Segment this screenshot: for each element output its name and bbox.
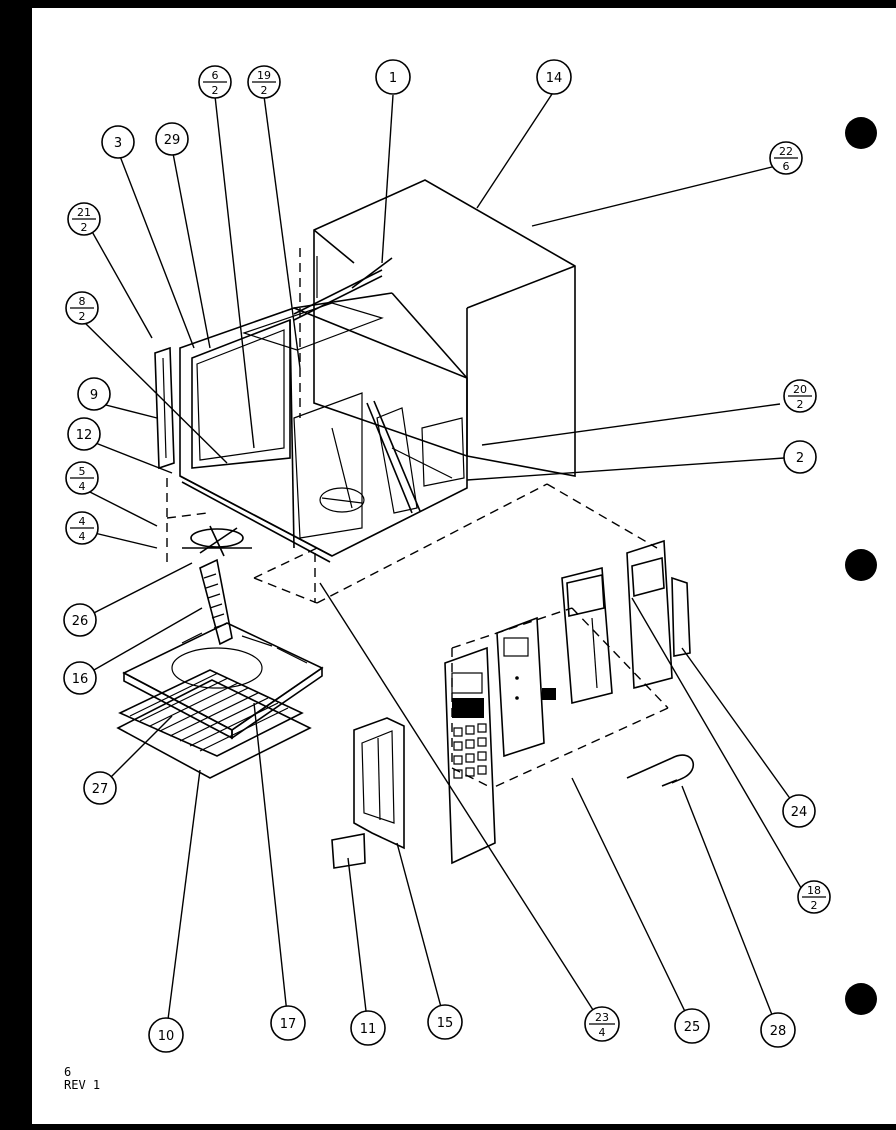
callout-1-label: 1	[389, 71, 397, 86]
callout-1: 1	[375, 59, 411, 95]
mounting-bracket	[626, 539, 691, 690]
callout-9: 9	[77, 377, 111, 411]
circuit-board	[561, 566, 613, 705]
callout-28: 28	[760, 1012, 796, 1048]
revision-label: REV 1	[64, 1078, 101, 1092]
callout-21-2: 212	[67, 202, 101, 236]
callout-26-label: 26	[72, 614, 89, 629]
dashed-assembly-line-left	[166, 478, 208, 568]
callout-27-label: 27	[92, 782, 109, 797]
top-rails	[293, 257, 393, 321]
callout-25: 25	[674, 1008, 710, 1044]
binder-hole-bottom	[845, 983, 877, 1015]
callout-28-label: 28	[770, 1024, 787, 1039]
page-number: 6	[64, 1065, 72, 1079]
callout-25-label: 25	[684, 1020, 701, 1035]
callout-20-2-num: 20	[793, 383, 807, 396]
callout-23-4: 234	[584, 1006, 620, 1042]
keypad-panel	[444, 646, 496, 865]
callout-22-6-den: 6	[783, 160, 790, 173]
binder-hole-middle	[845, 549, 877, 581]
callout-10: 10	[148, 1017, 184, 1053]
callout-9-label: 9	[90, 388, 98, 403]
callout-18-2-den: 2	[811, 899, 818, 912]
dashed-assembly-line-bottom	[253, 483, 658, 604]
callout-24-label: 24	[791, 805, 808, 820]
callout-6-2: 62	[198, 65, 232, 99]
callout-16-label: 16	[72, 672, 89, 687]
bottom-tray	[122, 622, 324, 740]
callout-6-2-num: 6	[212, 69, 219, 82]
callout-11-label: 11	[360, 1022, 377, 1037]
callout-20-2: 202	[783, 379, 817, 413]
callout-17: 17	[270, 1005, 306, 1041]
callout-5-4: 54	[65, 461, 99, 495]
callout-16: 16	[63, 661, 97, 695]
callout-29-label: 29	[164, 133, 181, 148]
callout-4-4: 44	[65, 511, 99, 545]
callout-4-4-num: 4	[79, 515, 86, 528]
callout-3: 3	[101, 125, 135, 159]
callout-5-4-den: 4	[79, 480, 86, 493]
dashed-assembly-line-center	[299, 248, 316, 603]
oven-chassis	[179, 292, 468, 563]
callout-20-2-den: 2	[797, 398, 804, 411]
callout-19-2-den: 2	[261, 84, 268, 97]
callout-3-label: 3	[114, 136, 122, 151]
callout-21-2-den: 2	[81, 221, 88, 234]
label-plate	[331, 833, 366, 869]
bottom-plate	[116, 679, 312, 779]
temperature-probe	[626, 754, 694, 787]
control-panel-frame	[451, 607, 669, 789]
callout-14-label: 14	[546, 71, 563, 86]
callout-8-2-den: 2	[79, 310, 86, 323]
door-frame	[353, 717, 405, 850]
callout-22-6: 226	[769, 141, 803, 175]
callout-12: 12	[67, 417, 101, 451]
callout-14: 14	[536, 59, 572, 95]
callout-8-2-num: 8	[79, 295, 86, 308]
callout-29: 29	[155, 122, 189, 156]
callout-8-2: 82	[65, 291, 99, 325]
callout-24: 24	[782, 794, 816, 828]
callout-2: 2	[783, 440, 817, 474]
callout-19-2-num: 19	[257, 69, 271, 82]
binder-hole-top	[845, 117, 877, 149]
callout-4-4-den: 4	[79, 530, 86, 543]
callout-23-4-num: 23	[595, 1011, 609, 1024]
callout-18-2: 182	[797, 880, 831, 914]
callout-22-6-num: 22	[779, 145, 793, 158]
callout-17-label: 17	[280, 1017, 297, 1032]
callout-12-label: 12	[76, 428, 93, 443]
callout-21-2-num: 21	[77, 206, 91, 219]
callout-5-4-num: 5	[79, 465, 86, 478]
grille-plate	[118, 669, 304, 757]
callout-19-2: 192	[247, 65, 281, 99]
callout-6-2-den: 2	[212, 84, 219, 97]
callout-15: 15	[427, 1004, 463, 1040]
callout-11: 11	[350, 1010, 386, 1046]
exploded-parts-diagram: 1 14 62 192 3 29 226 212 82 9 12 54 44 2…	[63, 59, 877, 1053]
hinge-bracket	[154, 346, 175, 470]
callout-27: 27	[83, 771, 117, 805]
callout-2-label: 2	[796, 451, 804, 466]
callout-23-4-den: 4	[599, 1026, 606, 1039]
stirrer-assembly	[182, 525, 252, 557]
leader-lines	[79, 90, 805, 1036]
callout-26: 26	[63, 603, 97, 637]
callout-18-2-num: 18	[807, 884, 821, 897]
control-board	[496, 616, 556, 758]
callout-15-label: 15	[437, 1016, 454, 1031]
waveguide-assembly	[199, 558, 233, 646]
callout-10-label: 10	[158, 1029, 175, 1044]
